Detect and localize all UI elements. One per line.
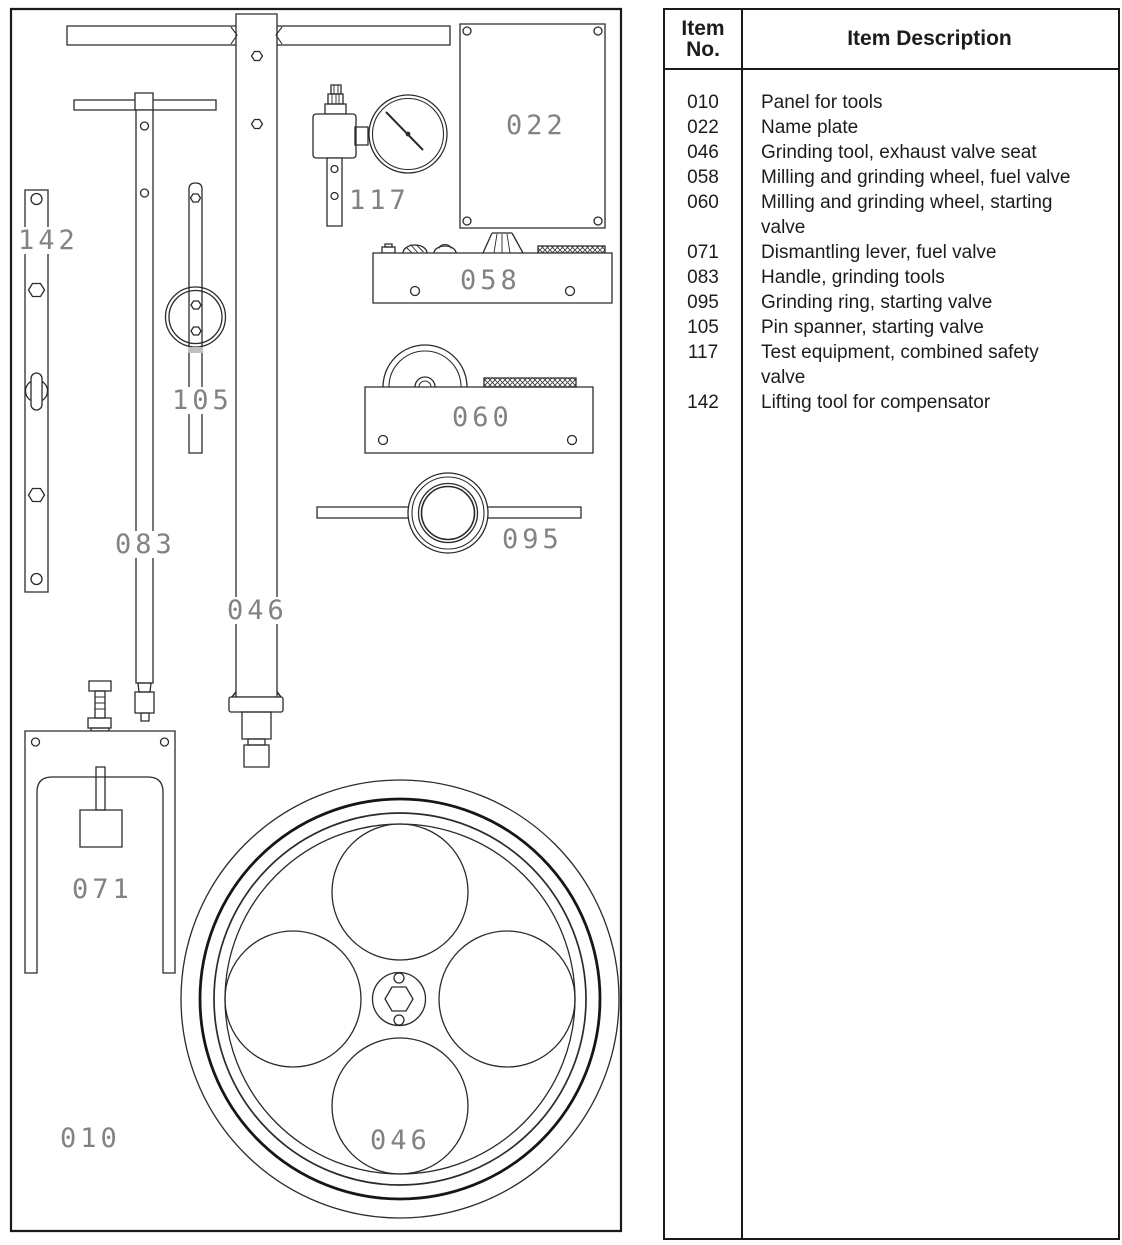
table-row: 060 Milling and grinding wheel, starting…: [665, 190, 1118, 240]
header-item-no-line1: Item: [681, 17, 725, 40]
table-row: 142 Lifting tool for compensator: [665, 390, 1118, 415]
item-no: 010: [687, 92, 719, 113]
tool-071-drawing: [25, 681, 175, 973]
part-label-046-wheel: 046: [368, 1125, 433, 1156]
item-no: 022: [687, 117, 719, 138]
table-row: 058 Milling and grinding wheel, fuel val…: [665, 165, 1118, 190]
part-label-142: 142: [16, 225, 81, 256]
part-label-058: 058: [458, 265, 523, 296]
item-description: Panel for tools: [761, 92, 883, 113]
item-description: Milling and grinding wheel, fuel valve: [761, 167, 1071, 188]
tool-046-drawing: [67, 14, 450, 767]
part-label-060: 060: [450, 402, 515, 433]
item-description: Lifting tool for compensator: [761, 392, 991, 413]
tool-142-drawing: [25, 190, 48, 592]
header-item-description-label: Item Description: [847, 27, 1012, 50]
header-item-description: Item Description: [741, 10, 1118, 68]
item-description: Grinding tool, exhaust valve seat: [761, 142, 1037, 163]
table-row: 083 Handle, grinding tools: [665, 265, 1118, 290]
column-divider: [741, 10, 743, 1238]
item-description: Grinding ring, starting valve: [761, 292, 993, 313]
header-item-no-line2: No.: [686, 38, 720, 61]
header-item-no: Item No.: [665, 10, 741, 68]
tool-022-drawing: [460, 24, 605, 228]
item-description: Handle, grinding tools: [761, 267, 945, 288]
tool-060-drawing: [365, 345, 593, 453]
part-label-083: 083: [113, 529, 178, 560]
item-no: 105: [687, 317, 719, 338]
tool-117-drawing: [313, 85, 447, 226]
part-label-071: 071: [70, 874, 135, 905]
tool-095-drawing: [317, 473, 581, 553]
table-row: 071 Dismantling lever, fuel valve: [665, 240, 1118, 265]
part-label-010: 010: [58, 1123, 123, 1154]
table-body: 010 Panel for tools 022 Name plate 046 G…: [665, 90, 1118, 415]
item-no: 071: [687, 242, 719, 263]
item-no: 095: [687, 292, 719, 313]
item-description: Pin spanner, starting valve: [761, 317, 984, 338]
item-no: 083: [687, 267, 719, 288]
part-label-022: 022: [504, 110, 569, 141]
part-label-117: 117: [347, 185, 412, 216]
tool-panel-drawing: [0, 0, 632, 1245]
table-row: 010 Panel for tools: [665, 90, 1118, 115]
part-label-105: 105: [170, 385, 235, 416]
panel-outline: [11, 9, 621, 1231]
item-description: Name plate: [761, 117, 859, 138]
table-row: 105 Pin spanner, starting valve: [665, 315, 1118, 340]
item-description: Dismantling lever, fuel valve: [761, 242, 997, 263]
item-no: 117: [687, 342, 719, 363]
table-row: 046 Grinding tool, exhaust valve seat: [665, 140, 1118, 165]
table-row: 022 Name plate: [665, 115, 1118, 140]
tool-105-drawing: [166, 183, 226, 453]
tool-046-wheel-drawing: [181, 780, 619, 1218]
item-no: 046: [687, 142, 719, 163]
item-no: 142: [687, 392, 719, 413]
table-row: 095 Grinding ring, starting valve: [665, 290, 1118, 315]
item-no: 060: [687, 192, 719, 213]
item-no: 058: [687, 167, 719, 188]
part-label-046: 046: [225, 595, 290, 626]
table-header: Item No. Item Description: [665, 10, 1118, 70]
part-label-095: 095: [500, 524, 565, 555]
parts-table: Item No. Item Description 010 Panel for …: [663, 8, 1120, 1240]
